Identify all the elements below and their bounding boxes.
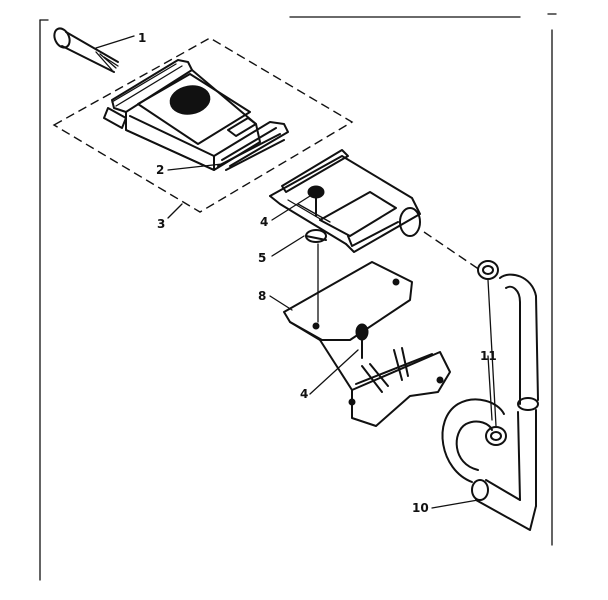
part-11-hose-clamps (477, 260, 507, 446)
part-8-mounting-plate (283, 261, 451, 427)
part-4-screw-lower (355, 323, 369, 359)
callout-4-lower: 4 (300, 387, 308, 401)
callout-3: 3 (157, 217, 165, 231)
hose-guide-line (423, 231, 481, 271)
callout-5: 5 (258, 251, 266, 265)
part-4-screw-upper (307, 185, 325, 217)
callout-1: 1 (138, 31, 146, 45)
callout-4-upper: 4 (260, 215, 268, 229)
frame-marks (39, 13, 557, 581)
callout-10: 10 (412, 501, 429, 515)
callout-2: 2 (156, 163, 164, 177)
part-3-assembly-outline (52, 37, 354, 213)
part-1-bolt (53, 27, 119, 73)
housing-bracket (269, 149, 421, 253)
part-10-hose (441, 273, 539, 531)
callout-11: 11 (480, 349, 497, 363)
leader-lines (95, 35, 493, 509)
callout-8: 8 (258, 289, 266, 303)
part-2-filter-cartridge (103, 59, 289, 171)
part-5-clip (305, 229, 327, 243)
